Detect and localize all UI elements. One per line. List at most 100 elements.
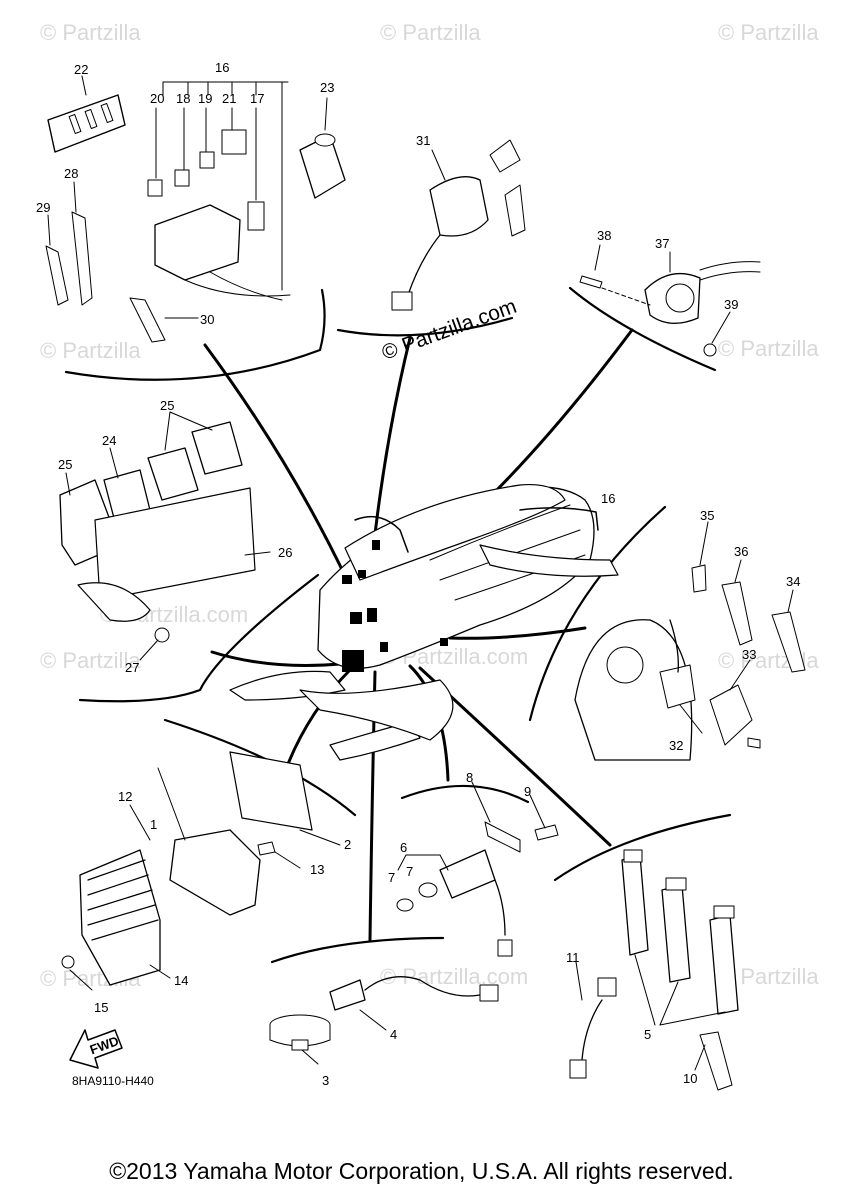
callout-38: 38 [597,228,611,243]
cable-tie [771,611,806,673]
buzzer-group [299,97,346,199]
callout-10: 10 [683,1071,697,1086]
connector [479,984,499,1002]
callout-28: 28 [64,166,78,181]
rectifier-group [61,751,341,991]
sensor-bracket [574,619,693,761]
callout-17: 17 [250,91,264,106]
connector-block [372,540,380,550]
relay-bracket [94,487,256,601]
callout-1: 1 [150,817,157,832]
ignition-coil [709,914,739,1015]
callout-37: 37 [655,236,669,251]
fuse-cover [47,94,126,153]
sensor-body [439,849,496,899]
cable-tie [721,581,753,646]
fwd-arrow-icon: FWD [69,1029,123,1069]
callout-27: 27 [125,660,139,675]
rectifier [79,849,161,986]
watermark-layer: © Partzilla © Partzilla © Partzilla © Pa… [40,20,819,991]
connector [391,291,413,311]
speaker-group [579,244,761,357]
fuse [174,169,190,187]
watermark: © Partzilla [40,20,141,45]
callout-labels: 1 2 3 4 5 6 7 7 8 9 10 11 12 13 14 15 16… [36,60,800,1088]
connector-block [367,608,377,622]
cdi-unit [169,829,261,916]
callout-5: 5 [644,1027,651,1042]
cable-tie [691,564,707,593]
callout-32: 32 [669,738,683,753]
main-switch [429,176,489,237]
callout-29: 29 [36,200,50,215]
callout-34: 34 [786,574,800,589]
connector [497,939,513,957]
callout-4: 4 [390,1027,397,1042]
cable-tie [699,1031,733,1091]
sensor [659,664,696,709]
connector-block [342,650,364,672]
fuse [199,151,215,169]
callout-22: 22 [74,62,88,77]
callout-16a: 16 [215,60,229,75]
callout-20: 20 [150,91,164,106]
fuse [147,179,163,197]
watermark: © Partzilla [40,338,141,363]
key [489,139,521,173]
ignition-coil [621,854,649,956]
connector [569,1059,587,1079]
leader-line [210,650,342,667]
callout-15: 15 [94,1000,108,1015]
callout-35: 35 [700,508,714,523]
group-arc [336,316,514,337]
cable-tie [45,245,69,306]
leader-line [203,343,350,584]
ignition-coil [661,884,691,983]
callout-25a: 25 [160,398,174,413]
group-arc [553,813,732,882]
group-arc [270,936,445,964]
ignition-coil-group [569,849,739,1091]
bolt [747,737,761,749]
callout-11: 11 [566,950,580,965]
group-arc [64,288,326,381]
bolt [154,627,170,643]
group-arc [400,784,530,804]
fuse-box [154,204,241,281]
callout-19: 19 [198,91,212,106]
watermark: © Partzilla [718,20,819,45]
connector [329,979,366,1011]
nut [703,343,717,357]
main-switch-group [391,139,526,311]
bracket [229,751,313,831]
connector-block [440,638,448,646]
callout-30: 30 [200,312,214,327]
callout-24: 24 [102,433,116,448]
callout-8: 8 [466,770,473,785]
leader-line [448,626,587,640]
group-arc [78,573,320,703]
parts-diagram: © Partzilla © Partzilla © Partzilla © Pa… [36,20,819,1091]
watermark: © Partzilla [380,20,481,45]
callout-25b: 25 [58,457,72,472]
callout-18: 18 [176,91,190,106]
callout-36: 36 [734,544,748,559]
callout-7b: 7 [406,864,413,879]
watermark: © Partzilla [718,336,819,361]
pressure-switch-group [269,976,499,1065]
connector-block [380,642,388,652]
connector-block [358,570,366,578]
copyright-notice: ©2013 Yamaha Motor Corporation, U.S.A. A… [109,1158,734,1184]
sensor-group [574,521,806,761]
diagram-code: 8HA9110-H440 [72,1074,154,1088]
callout-3: 3 [322,1073,329,1088]
callout-31: 31 [416,133,430,148]
watercraft-hull [229,483,619,761]
clamp [484,821,521,853]
o-ring [418,882,438,898]
fuse-relay [221,129,247,155]
sensor-cover [709,684,753,746]
callout-9: 9 [524,784,531,799]
cable-tie [129,297,166,343]
group-arc [528,505,667,722]
